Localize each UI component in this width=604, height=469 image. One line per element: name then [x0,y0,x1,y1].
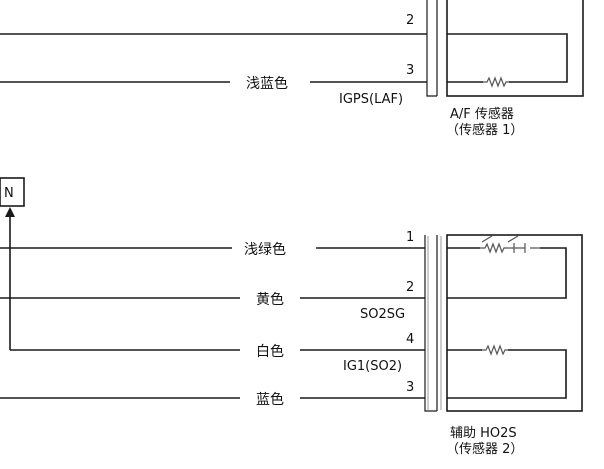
ho2s-connector-shade [427,236,442,410]
ho2s-pin-2-number: 2 [406,280,414,295]
af-pin-2-number: 2 [406,13,414,28]
ho2s-pin-4-number: 4 [406,332,414,347]
af-sensor-connector [426,0,438,97]
ho2s-pin-1-number: 1 [406,230,414,245]
ho2s-signal-ig1: IG1(SO2) [343,359,402,374]
ho2s-sensor-sub: （传感器 2） [446,441,523,457]
ho2s-arrow-icon [481,235,519,243]
ho2s-wire3-color: 蓝色 [256,391,284,408]
ho2s-signal-so2sg: SO2SG [360,307,405,322]
af-heater-resistor-icon [483,76,509,88]
ho2s-wire1-color: 浅绿色 [244,241,286,258]
ho2s-wire4-color: 白色 [256,343,284,360]
ho2s-wire2-color: 黄色 [256,291,284,308]
af-sensor-body [446,0,584,97]
ho2s-sensor-name: 辅助 HO2S [450,426,517,441]
ho2s-heater-resistor-icon [482,344,508,356]
af-wire-color-label: 浅蓝色 [246,75,288,92]
node-label: N [4,186,14,201]
af-sensor-name: A/F 传感器 [450,106,514,122]
node-box [0,177,25,207]
ho2s-connector [424,235,438,412]
af-signal-label: IGPS(LAF) [339,92,403,107]
up-arrow-icon [5,207,15,217]
af-pin-3-number: 3 [406,63,414,78]
ho2s-sensor-body [446,234,583,412]
ho2s-pin-3-number: 3 [406,380,414,395]
af-sensor-sub: （传感器 1） [446,122,523,138]
ho2s-sensing-element-icon [480,242,540,254]
